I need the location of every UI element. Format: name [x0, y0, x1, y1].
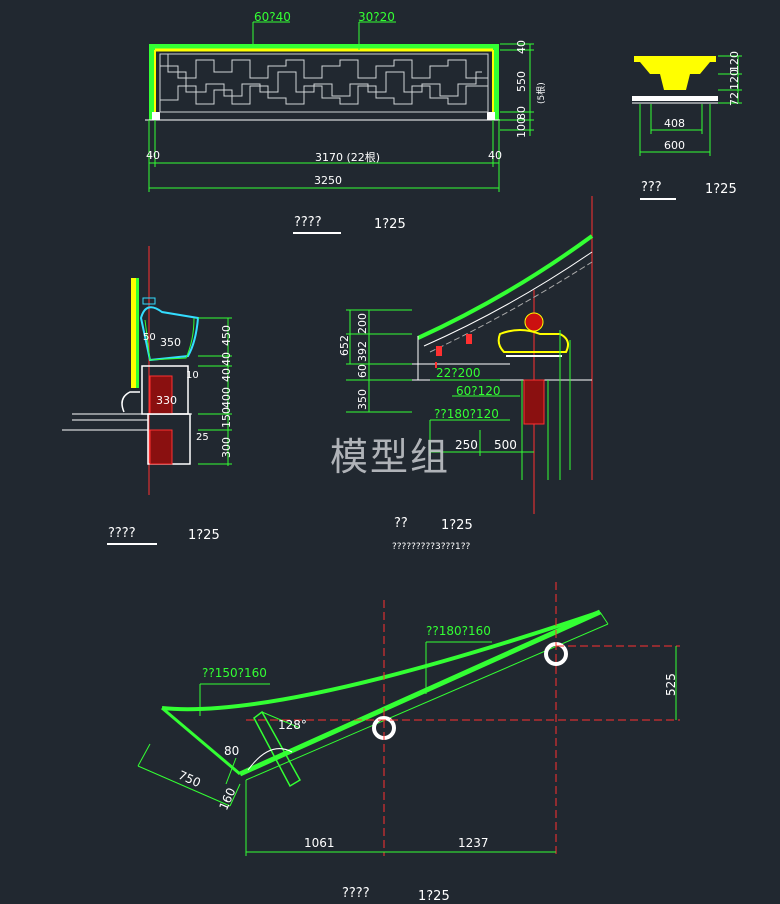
eave-dim-392: 392 — [356, 341, 369, 362]
section-dim-10: 10 — [186, 370, 199, 381]
rafter-diagram — [137, 582, 680, 856]
eave-dim-652: 652 — [338, 335, 351, 356]
rafter-dim-1061: 1061 — [304, 836, 335, 850]
section-dim-450: 450 — [220, 325, 233, 346]
eave-dim-60: 60 — [356, 364, 369, 378]
eave-detail — [346, 196, 594, 514]
bracket-caption: ??? — [641, 180, 662, 195]
eave-label-22x200: 22?200 — [436, 366, 481, 380]
section-dim-350: 350 — [160, 336, 181, 349]
railing-label-60x40: 60?40 — [254, 10, 291, 24]
section-dim-400: 400 — [220, 387, 233, 408]
section-scale: 1?25 — [188, 528, 220, 543]
section-caption-underline — [107, 543, 157, 545]
rafter-dim-80: 80 — [224, 744, 240, 758]
eave-note: ?????????3???1?? — [392, 542, 471, 552]
railing-vdim-note: (5根) — [537, 82, 547, 104]
railing-vdim-40: 40 — [515, 40, 528, 54]
bracket-caption-underline — [640, 198, 676, 200]
railing-caption-underline — [293, 232, 341, 234]
railing-elevation — [145, 21, 534, 192]
railing-dim-3250: 3250 — [314, 174, 342, 187]
bracket-vdim-120b: 120 — [728, 69, 741, 90]
rafter-scale: 1?25 — [418, 889, 450, 904]
railing-vdim-80: 80 — [515, 106, 528, 120]
eave-label-60x120: 60?120 — [456, 384, 501, 398]
eave-caption: ?? — [394, 516, 408, 531]
rafter-dim-525: 525 — [664, 673, 678, 696]
section-dim-40b: 40 — [220, 368, 233, 382]
eave-label-180x120: ??180?120 — [434, 407, 499, 421]
section-dim-330: 330 — [156, 394, 177, 407]
section-dim-300: 300 — [220, 437, 233, 458]
eave-dim-250: 250 — [455, 438, 478, 452]
bracket-dim-600: 600 — [664, 139, 685, 152]
eave-scale: 1?25 — [441, 518, 473, 533]
railing-dim-40-right: 40 — [488, 149, 502, 162]
rafter-label-180x160: ??180?160 — [426, 624, 491, 638]
section-dim-150: 150 — [220, 407, 233, 428]
railing-dim-40-left: 40 — [146, 149, 160, 162]
eave-dim-200: 200 — [356, 313, 369, 334]
bracket-elevation — [632, 55, 742, 156]
railing-label-30x20: 30?20 — [358, 10, 395, 24]
railing-scale: 1?25 — [374, 217, 406, 232]
section-caption: ???? — [108, 526, 136, 541]
eave-dim-350: 350 — [356, 389, 369, 410]
section-dim-50: 50 — [143, 332, 156, 343]
bracket-scale: 1?25 — [705, 182, 737, 197]
railing-vdim-550: 550 — [515, 71, 528, 92]
railing-vdim-100: 100 — [515, 117, 528, 138]
rafter-dim-1237: 1237 — [458, 836, 489, 850]
bracket-dim-408: 408 — [664, 117, 685, 130]
rafter-angle: 128° — [278, 718, 307, 732]
rafter-caption: ???? — [342, 886, 370, 901]
watermark: 模型组 — [330, 435, 451, 479]
railing-caption: ???? — [294, 215, 322, 230]
section-dim-40a: 40 — [220, 352, 233, 366]
railing-section — [62, 246, 232, 495]
railing-dim-3170: 3170 (22根) — [315, 151, 381, 164]
rafter-label-150x160: ??150?160 — [202, 666, 267, 680]
section-dim-25: 25 — [196, 432, 209, 443]
bracket-vdim-72: 72 — [728, 92, 741, 106]
eave-dim-500: 500 — [494, 438, 517, 452]
